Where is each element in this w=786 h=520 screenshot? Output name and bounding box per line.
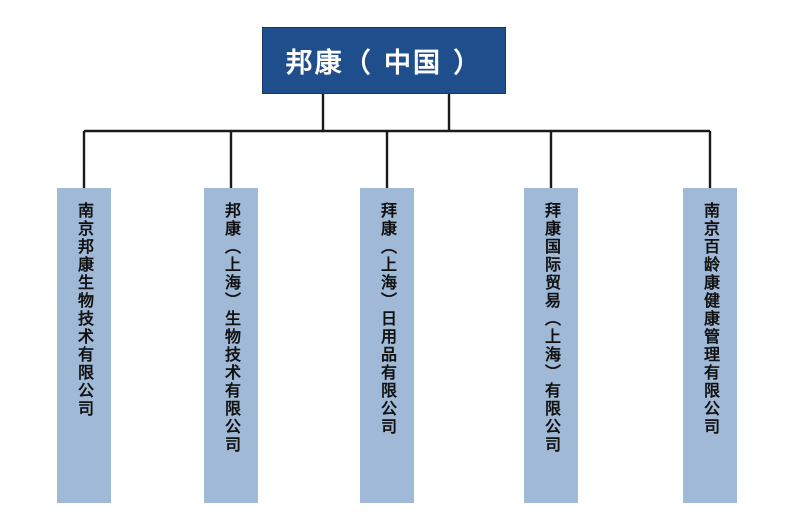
child-node-label: 南京百龄康健康管理有限公司 <box>701 202 720 436</box>
child-node-label: 南京邦康生物技术有限公司 <box>75 202 94 418</box>
child-node-3: 拜康（上海）日用品有限公司 <box>360 188 414 503</box>
child-node-label: 邦康（上海）生物技术有限公司 <box>222 202 241 454</box>
child-node-label: 拜康（上海）日用品有限公司 <box>378 202 397 436</box>
root-node-label: 邦康（ 中国 ） <box>285 48 483 79</box>
child-node-label: 拜康国际贸易（上海）有限公司 <box>542 202 561 454</box>
root-node: 邦康（ 中国 ） <box>262 27 506 94</box>
child-node-5: 南京百龄康健康管理有限公司 <box>683 188 737 503</box>
child-node-2: 邦康（上海）生物技术有限公司 <box>204 188 258 503</box>
child-node-1: 南京邦康生物技术有限公司 <box>57 188 111 503</box>
child-node-4: 拜康国际贸易（上海）有限公司 <box>524 188 578 503</box>
